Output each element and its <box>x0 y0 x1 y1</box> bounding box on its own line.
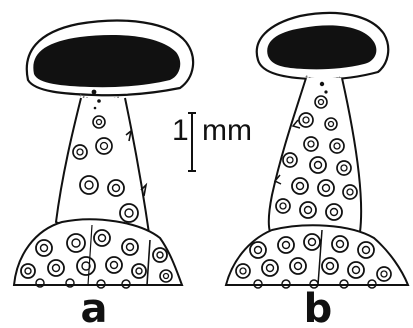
scale-bar-value: 1 <box>172 114 189 147</box>
panel-label-a: a <box>81 286 108 328</box>
panel-b-illustration <box>226 13 408 288</box>
scale-bar-unit: mm <box>202 114 252 147</box>
panel-b-base <box>226 225 408 285</box>
scale-bar: 1 mm <box>172 113 252 171</box>
panel-a-illustration <box>14 21 193 288</box>
panel-a-base <box>14 219 182 285</box>
panel-label-b: b <box>304 286 333 328</box>
panel-a-dark-head <box>33 35 180 87</box>
